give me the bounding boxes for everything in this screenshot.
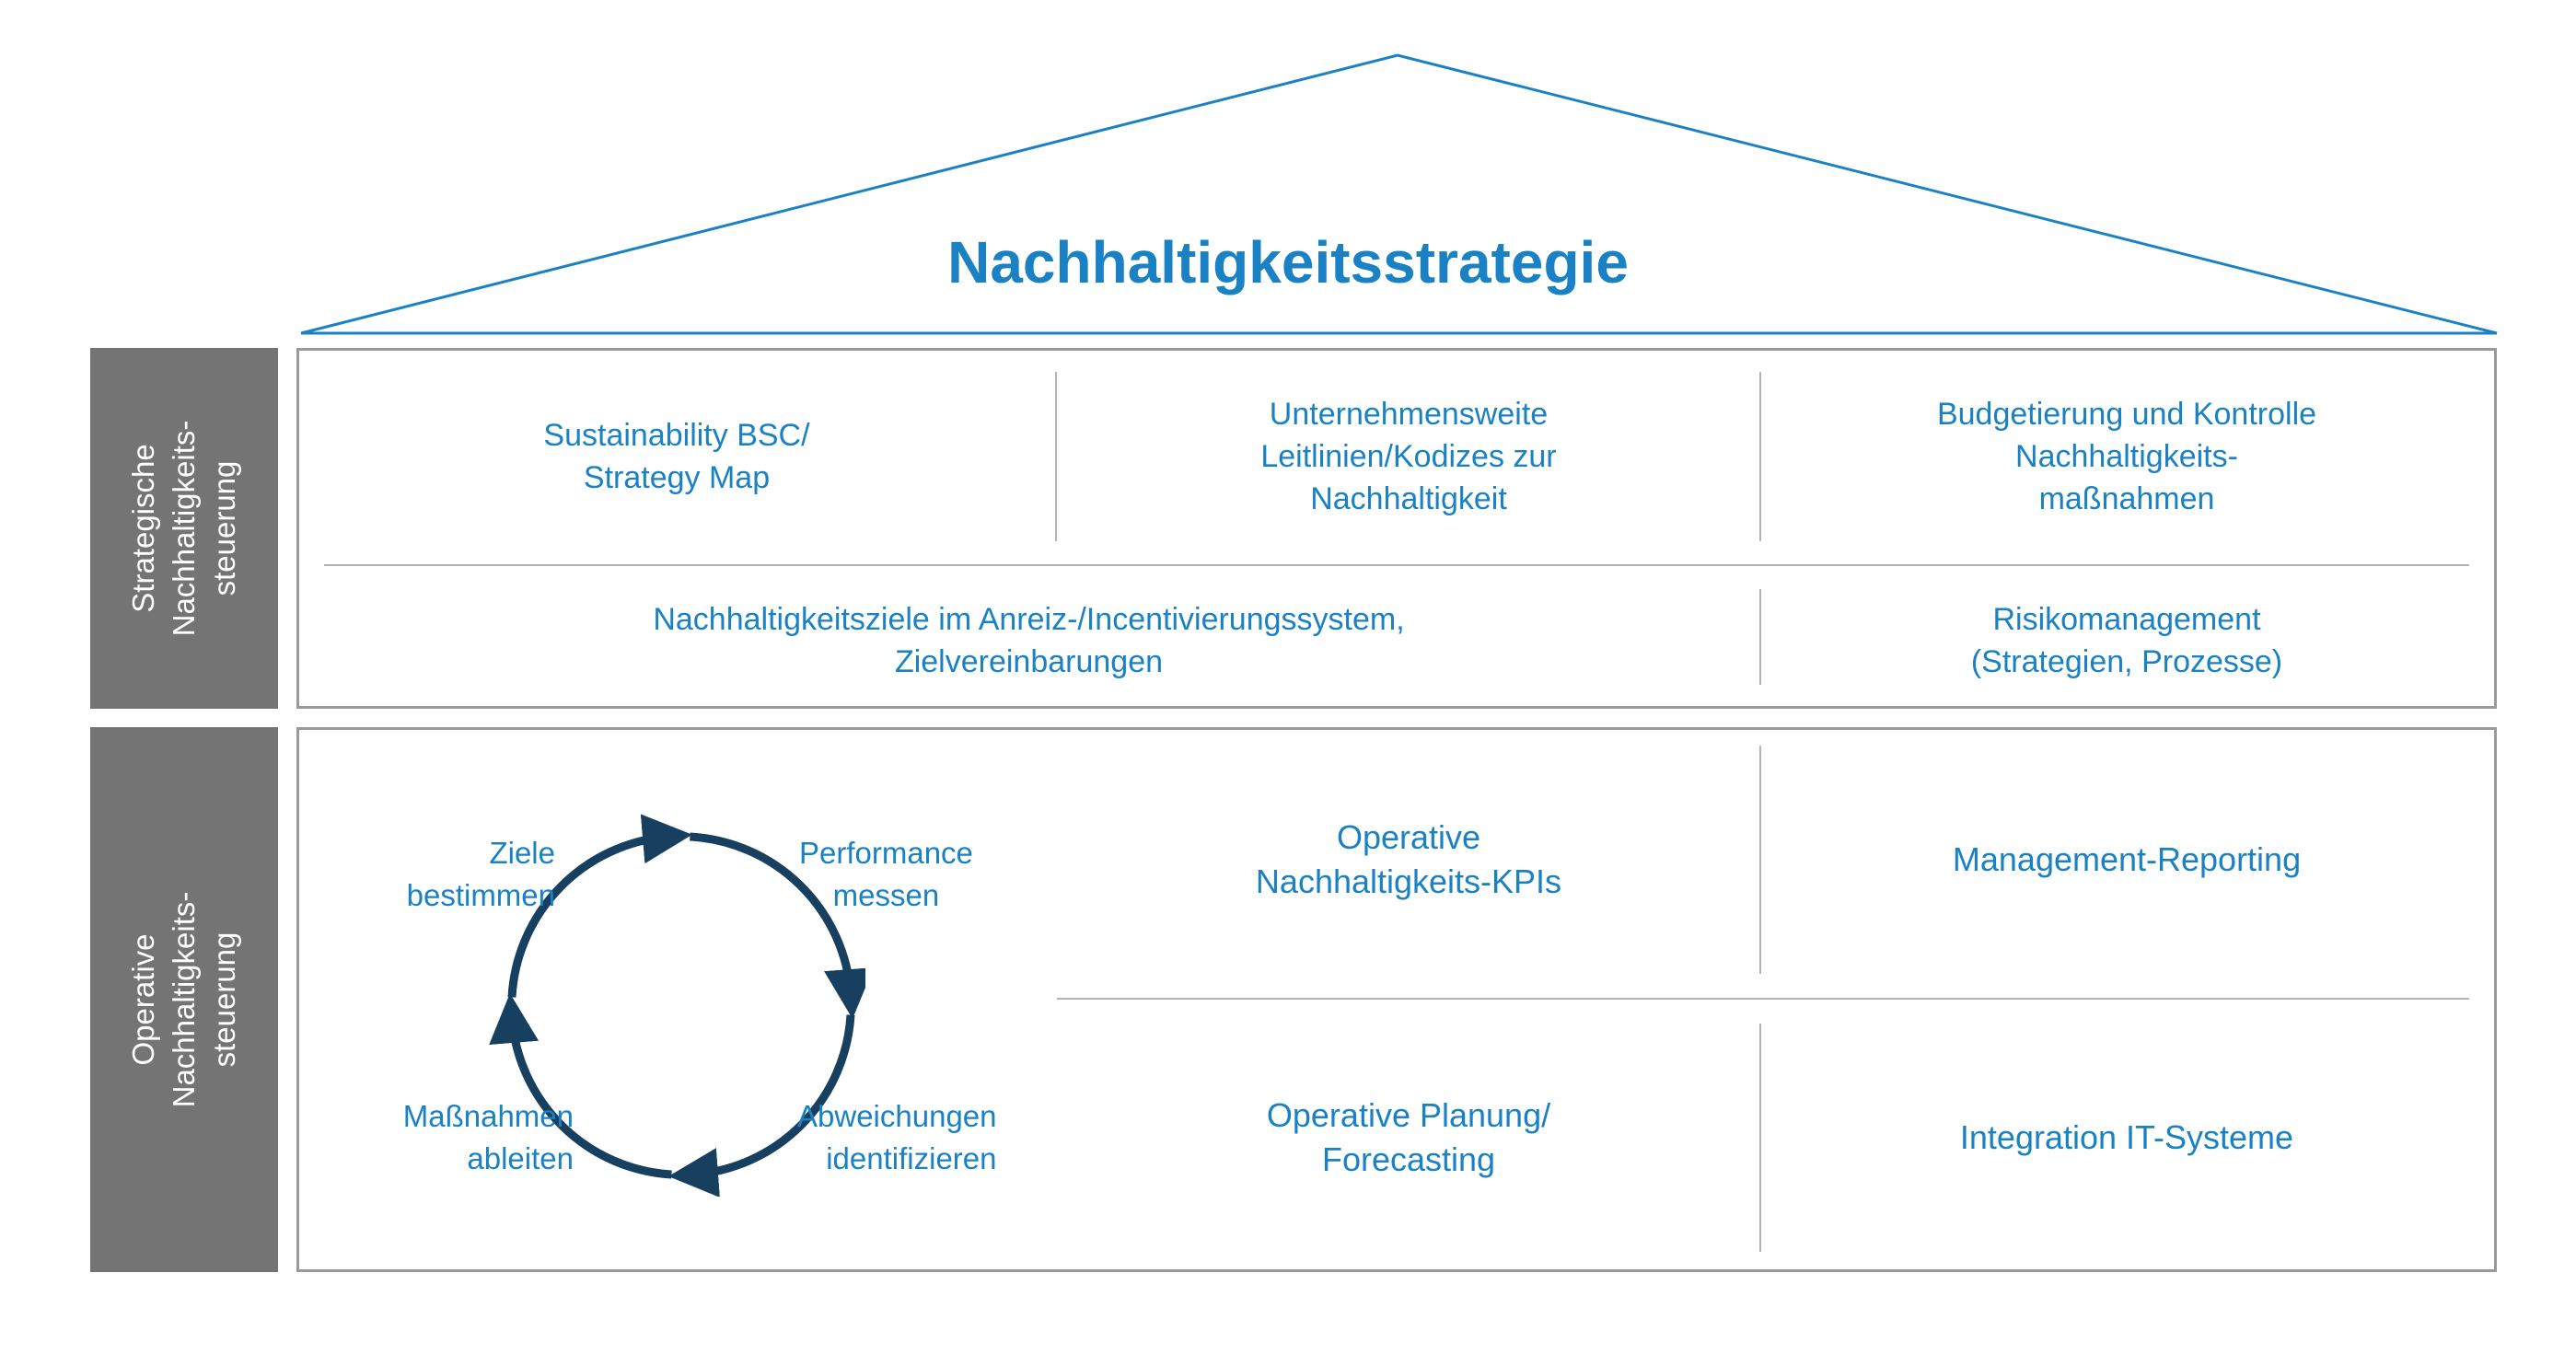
sidebar-operative: Operative Nachhaltigkeits- steuerung (90, 727, 278, 1272)
sidebar-operative-label: Operative Nachhaltigkeits- steuerung (126, 891, 241, 1108)
strategic-divider-3 (1759, 589, 1761, 685)
cycle-label-ziele: Ziele bestimmen (406, 836, 555, 912)
operative-divider-top (1759, 746, 1761, 974)
cell-nachhaltigkeitsziele: Nachhaltigkeitsziele im Anreiz-/Incentiv… (653, 602, 1405, 679)
cycle-arrow-4 (507, 814, 692, 998)
cell-management-reporting: Management-Reporting (1952, 840, 2302, 878)
cycle-label-massnahmen: Maßnahmen ableiten (402, 1099, 574, 1175)
sidebar-strategic-label: Strategische Nachhaltigkeits- steuerung (126, 420, 241, 637)
cell-budgetierung: Budgetierung und Kontrolle Nachhaltigkei… (1936, 397, 2317, 516)
cycle-arrow-1 (690, 832, 865, 1019)
cycle-label-abweichungen: Abweichungen identifizieren (797, 1099, 997, 1175)
cell-leitlinien: Unternehmensweite Leitlinien/Kodizes zur… (1260, 397, 1557, 516)
cycle-diagram (489, 814, 865, 1197)
sidebar-strategic: Strategische Nachhaltigkeits- steuerung (90, 348, 278, 709)
cell-integration-it: Integration IT-Systeme (1959, 1118, 2294, 1156)
operative-row-divider (1057, 998, 2469, 1000)
operative-divider-bottom (1759, 1024, 1761, 1252)
strategic-divider-1 (1055, 372, 1057, 541)
cell-operative-kpis: Operative Nachhaltigkeits-KPIs (1255, 818, 1562, 900)
strategic-row-divider (324, 564, 2469, 566)
cycle-arrow-2 (668, 1014, 855, 1197)
roof-outline (300, 53, 2498, 335)
cell-sustainability-bsc: Sustainability BSC/ Strategy Map (543, 418, 810, 495)
cell-operative-planung: Operative Planung/ Forecasting (1266, 1096, 1551, 1178)
cell-risikomanagement: Risikomanagement (Strategien, Prozesse) (1970, 602, 2283, 679)
diagram-title: Nachhaltigkeitsstrategie (947, 229, 1629, 295)
strategic-divider-2 (1759, 372, 1761, 541)
strategic-box (296, 348, 2497, 709)
cycle-arrow-3 (489, 993, 672, 1179)
cycle-label-performance: Performance messen (799, 836, 973, 912)
